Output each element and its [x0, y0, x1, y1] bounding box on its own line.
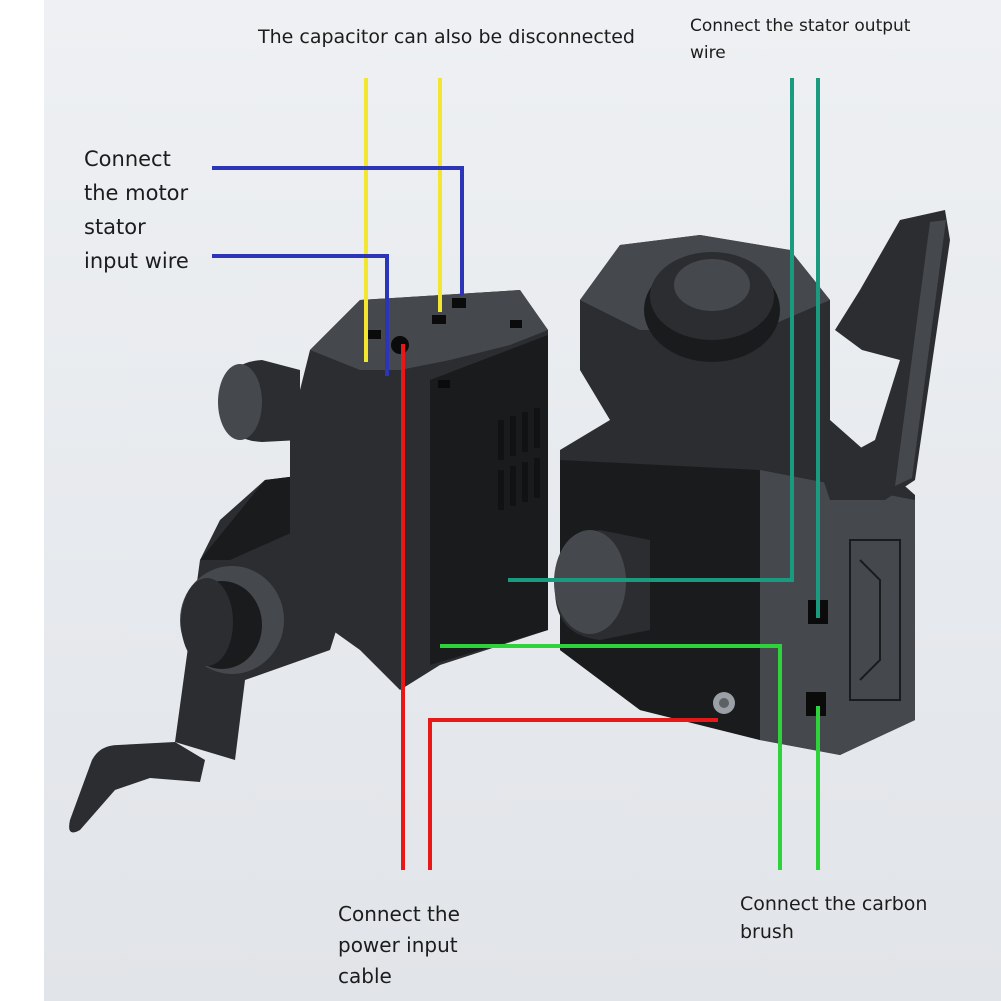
carbon-brush-label: Connect the carbon brush: [740, 893, 928, 943]
power-input-wires: [401, 344, 718, 870]
left-lock-button-icon: [218, 360, 300, 442]
right-switch: [554, 210, 950, 755]
capacitor-wires: [364, 78, 442, 362]
screw-icon: [713, 692, 735, 714]
stator-output-label: Connect the stator output wire: [690, 16, 911, 63]
capacitor-label: The capacitor can also be disconnected: [258, 26, 635, 48]
right-speed-knob-icon: [644, 252, 780, 362]
right-switch-side-face: [760, 470, 915, 755]
carbon-brush-wires: [440, 644, 820, 870]
left-switch-vents: [498, 408, 540, 510]
power-input-label: Connect the power input cable: [338, 902, 460, 988]
left-switch: [69, 290, 548, 833]
motor-stator-input-label: Connect the motor stator input wire: [84, 147, 189, 273]
left-switch-side-face: [430, 335, 548, 665]
left-speed-dial-icon: [180, 566, 284, 674]
right-switch-lever-edge: [895, 220, 946, 486]
right-lock-button-icon: [554, 530, 650, 640]
right-switch-side-detail: [849, 539, 901, 701]
stator-output-wires: [508, 78, 820, 618]
right-switch-front-face: [560, 460, 760, 740]
left-switch-lever: [69, 742, 205, 833]
motor-stator-input-wires: [212, 166, 464, 376]
left-switch-top-face: [310, 290, 548, 370]
